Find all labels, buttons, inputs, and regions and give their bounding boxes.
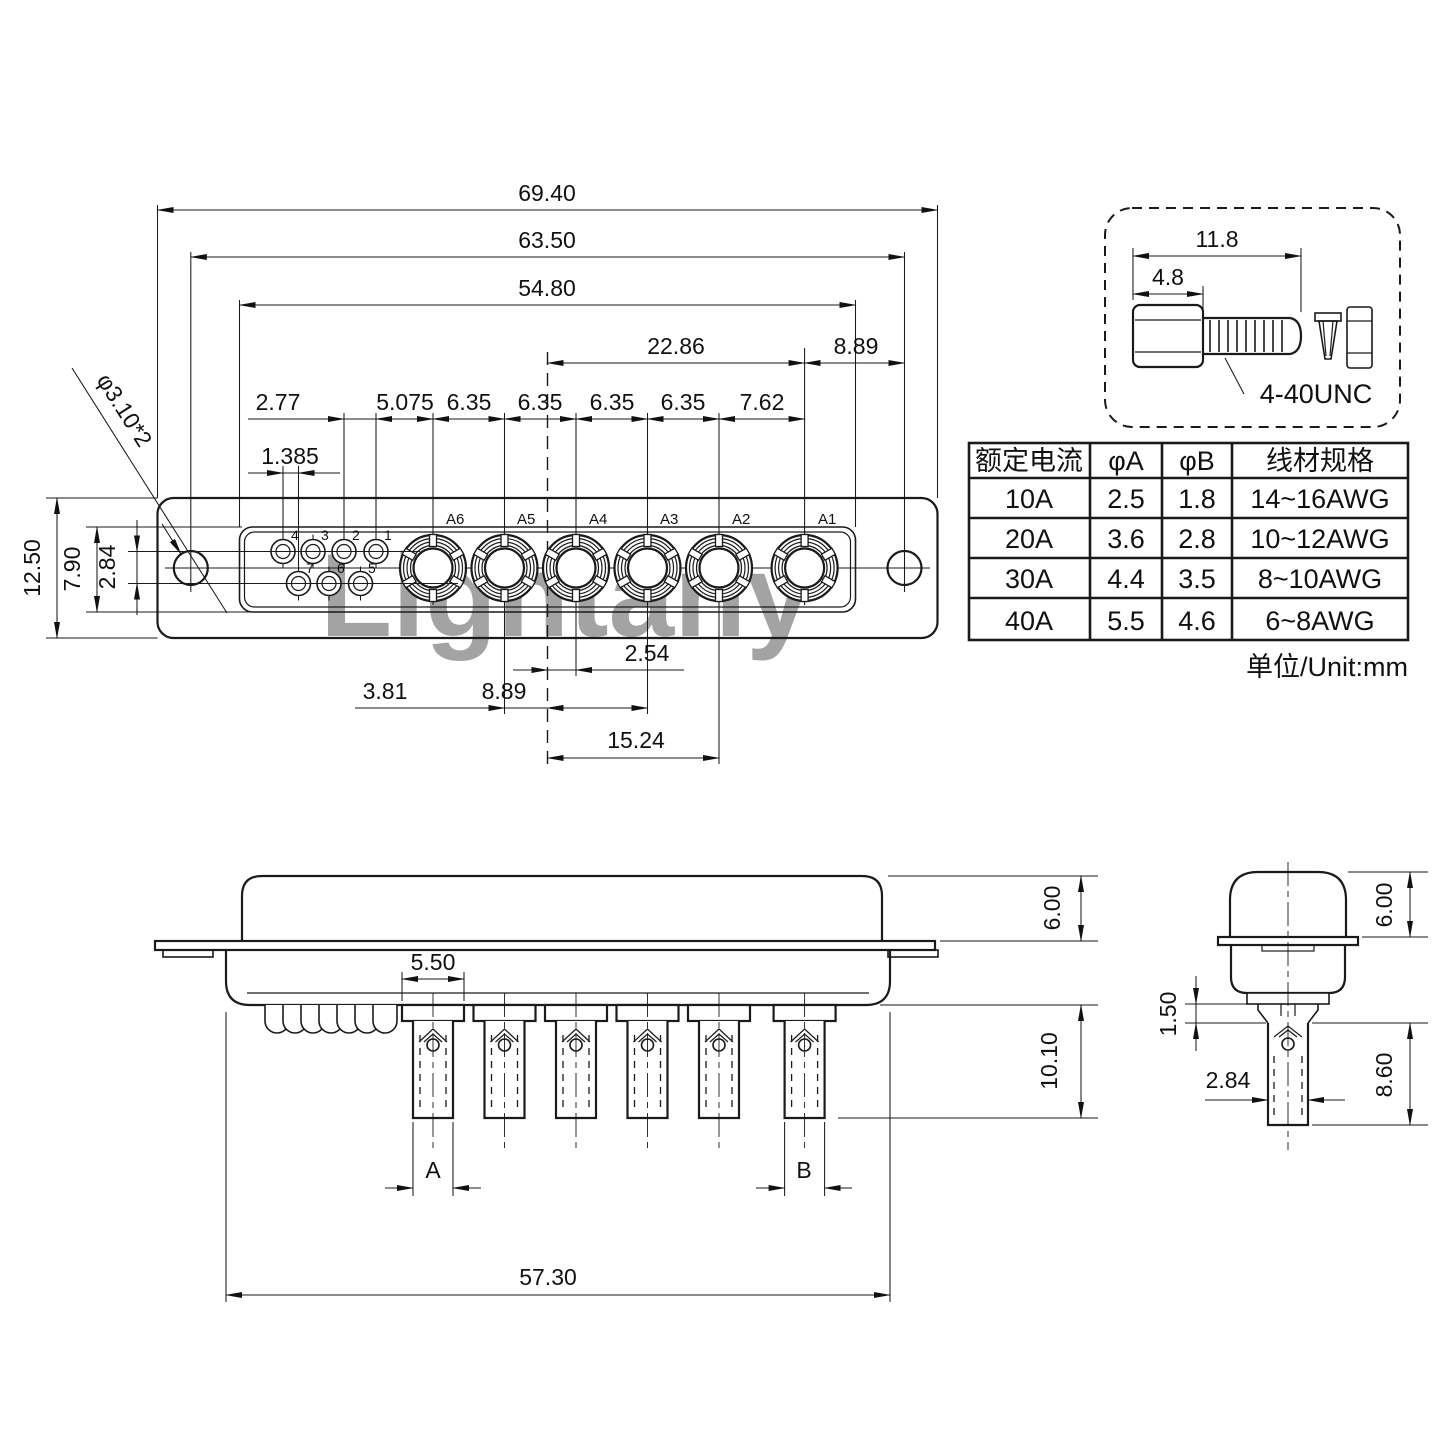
pin-label-1: 1 — [384, 527, 392, 543]
dim-overall-width: 69.40 — [518, 180, 576, 206]
dim-barrel-length: 8.60 — [1371, 1053, 1397, 1098]
front-dimensions: 69.40 63.50 54.80 22.86 8.89 2.77 5.075 … — [19, 180, 939, 761]
pin-label-a3: A3 — [660, 511, 678, 528]
dim-screw-length: 11.8 — [1195, 226, 1238, 252]
table-header-wire: 线材规格 — [1266, 446, 1374, 476]
dim-pitch-5: 6.35 — [661, 389, 706, 415]
screw-dimensions: 11.8 4.8 4-40UNC — [1132, 226, 1373, 409]
end-dimensions: 6.00 1.50 8.60 2.84 — [1155, 871, 1428, 1126]
dim-block-width: 5.50 — [411, 949, 456, 975]
dim-pitch-1: 5.075 — [376, 389, 434, 415]
table-row: 10A 2.5 1.8 14~16AWG — [1005, 484, 1390, 514]
dim-neck: 1.50 — [1155, 992, 1181, 1037]
thumbscrew-head — [1131, 303, 1205, 369]
power-terminals — [400, 991, 837, 1152]
cell: 40A — [1005, 606, 1053, 636]
dim-a-label: A — [425, 1157, 441, 1183]
dim-b-label: B — [796, 1157, 811, 1183]
dim-center-a1: 22.86 — [647, 333, 705, 359]
detail-border — [1104, 207, 1401, 428]
cell: 30A — [1005, 564, 1053, 594]
dim-insert-height: 7.90 — [59, 547, 85, 592]
cell: 5.5 — [1107, 606, 1145, 636]
dim-end-shell-height: 6.00 — [1371, 883, 1397, 928]
dim-body-height: 12.50 — [19, 539, 45, 597]
dim-hole-diameter: φ3.10*2 — [92, 369, 158, 452]
dim-pitch-6: 7.62 — [740, 389, 785, 415]
pin-label-a4: A4 — [589, 511, 607, 528]
pin-label-2: 2 — [352, 527, 360, 543]
side-dimensions: 5.50 6.00 10.10 A B 57.30 — [225, 875, 1098, 1302]
cell: 10A — [1005, 484, 1053, 514]
dim-a1-hole: 8.89 — [834, 333, 879, 359]
side-view: 5.50 6.00 10.10 A B 57.30 — [153, 874, 1098, 1302]
table-header-current: 额定电流 — [975, 446, 1083, 476]
spec-table: 额定电流 φA φB 线材规格 10A 2.5 1.8 14~16AWG 20A… — [967, 441, 1410, 682]
cell: 4.4 — [1107, 564, 1145, 594]
shell-skirt — [224, 950, 892, 1007]
dim-center-a2: 15.24 — [607, 727, 665, 753]
dim-barrel-width: 2.84 — [1206, 1067, 1251, 1093]
flange-plate — [153, 939, 937, 952]
pin-label-a6: A6 — [446, 511, 464, 528]
dim-pitch-3: 6.35 — [518, 389, 563, 415]
pin-label-3: 3 — [321, 527, 329, 543]
dim-center-a3: 8.89 — [482, 678, 527, 704]
unit-note: 单位/Unit:mm — [1246, 652, 1408, 682]
crimp-sleeve-part — [1346, 306, 1373, 369]
thread-spec-label: 4-40UNC — [1260, 379, 1373, 409]
dim-pitch-0: 2.77 — [256, 389, 301, 415]
wire-funnel — [1257, 1004, 1319, 1024]
pin-label-5: 5 — [368, 560, 376, 576]
signal-solder-cups — [264, 1004, 398, 1034]
cell: 4.6 — [1178, 606, 1216, 636]
flange-tab-left — [162, 949, 214, 958]
hole-leader-line — [71, 367, 228, 614]
cell: 2.5 — [1107, 484, 1145, 514]
dim-pitch-4: 6.35 — [590, 389, 635, 415]
cell: 3.5 — [1178, 564, 1216, 594]
table-header-dia-b: φB — [1179, 446, 1215, 476]
table-row: 30A 4.4 3.5 8~10AWG — [1005, 564, 1382, 594]
end-view: 6.00 1.50 8.60 2.84 — [1155, 862, 1428, 1150]
cell: 20A — [1005, 524, 1053, 554]
cell: 6~8AWG — [1265, 606, 1374, 636]
table-header-dia-a: φA — [1108, 446, 1144, 476]
dim-center-a4: 2.54 — [625, 640, 670, 666]
cell: 2.8 — [1178, 524, 1216, 554]
cell: 3.6 — [1107, 524, 1145, 554]
screw-detail: 11.8 4.8 4-40UNC — [1104, 207, 1401, 428]
seal-cone-part — [1314, 312, 1342, 360]
pin-label-a5: A5 — [517, 511, 535, 528]
dim-insert-width: 54.80 — [518, 275, 576, 301]
pin-label-a2: A2 — [732, 511, 750, 528]
power-contacts: A6 A5 A4 A3 A2 A1 — [391, 511, 846, 607]
cell: 1.8 — [1178, 484, 1216, 514]
flange-tab-right — [887, 949, 939, 958]
dim-tail-length: 10.10 — [1036, 1032, 1062, 1090]
dim-shell-height: 6.00 — [1039, 886, 1065, 931]
cell: 10~12AWG — [1250, 524, 1389, 554]
front-view: A6 A5 A4 A3 A2 A1 4 3 2 1 7 6 5 — [19, 180, 939, 766]
pin-label-4: 4 — [291, 527, 299, 543]
shell-front — [240, 874, 884, 941]
dim-row-offset: 2.84 — [94, 544, 120, 589]
extension-lines — [46, 205, 939, 764]
dim-hole-span: 63.50 — [518, 227, 576, 253]
dim-body-width: 57.30 — [519, 1264, 577, 1290]
pin-label-7: 7 — [306, 560, 314, 576]
cell: 14~16AWG — [1250, 484, 1389, 514]
pin-label-6: 6 — [337, 560, 345, 576]
dim-head-length: 4.8 — [1152, 264, 1184, 290]
dim-small-pitch: 1.385 — [261, 443, 319, 469]
dim-a5-center: 3.81 — [363, 678, 408, 704]
dim-pitch-2: 6.35 — [447, 389, 492, 415]
table-row: 20A 3.6 2.8 10~12AWG — [1005, 524, 1390, 554]
signal-contacts: 4 3 2 1 7 6 5 — [265, 527, 394, 602]
table-row: 40A 5.5 4.6 6~8AWG — [1005, 606, 1375, 636]
cell: 8~10AWG — [1258, 564, 1382, 594]
pin-label-a1: A1 — [818, 511, 836, 528]
thumbscrew-thread — [1203, 316, 1303, 356]
